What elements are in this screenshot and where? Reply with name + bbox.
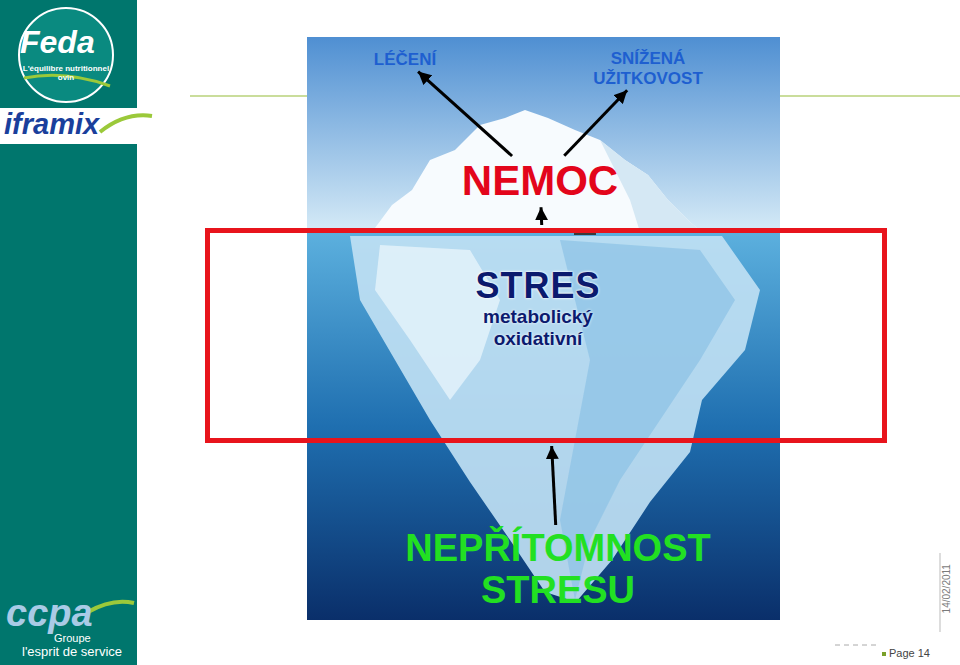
- node-title: NEPŘÍTOMNOST STRESU: [345, 528, 771, 612]
- logo-text: Feda: [20, 24, 112, 61]
- arrow-connector: [564, 90, 627, 156]
- outcome-label: LÉČENÍ: [372, 50, 438, 70]
- iframix-swoosh: [100, 115, 152, 132]
- page-number: Page 14: [889, 647, 949, 660]
- stress-highlight-box: STRESmetabolický oxidativní: [205, 228, 887, 443]
- logo-text: ccpa: [6, 592, 106, 636]
- feda-logo-circle: [19, 8, 113, 102]
- arrow-connector: [552, 446, 556, 525]
- node-title: LÉČENÍ: [374, 50, 436, 70]
- arrow-connector: [540, 207, 544, 225]
- ccpa-swoosh: [88, 602, 134, 612]
- page-bullet: [882, 652, 886, 656]
- sidebar: [0, 0, 137, 665]
- node-title: SNÍŽENÁ UŽITKOVOST: [565, 49, 731, 88]
- iframix-band: [0, 108, 137, 144]
- node-title: NEMOC: [462, 158, 618, 204]
- sky: [307, 37, 780, 233]
- footer-rule: [940, 553, 941, 632]
- date-label: 14/02/2011: [941, 554, 953, 624]
- base-label: NEPŘÍTOMNOST STRESU: [343, 528, 773, 612]
- footer-dash: [835, 645, 878, 646]
- logo-tagline: L'équilibre nutritionnel ovin: [22, 64, 110, 82]
- node-title: STRES: [210, 265, 866, 306]
- header-rule: [190, 95, 307, 97]
- logo-tagline: Groupe: [54, 632, 114, 645]
- logo-tagline: l'esprit de service: [22, 645, 134, 660]
- header-rule: [780, 95, 960, 97]
- iceberg-tip: [372, 110, 702, 232]
- node-subtitle: metabolický oxidativní: [463, 306, 613, 350]
- outcome-label: SNÍŽENÁ UŽITKOVOST: [563, 49, 733, 88]
- logo-text: iframix: [4, 108, 114, 141]
- arrow-connector: [418, 72, 512, 156]
- disease-label: NEMOC: [460, 158, 620, 204]
